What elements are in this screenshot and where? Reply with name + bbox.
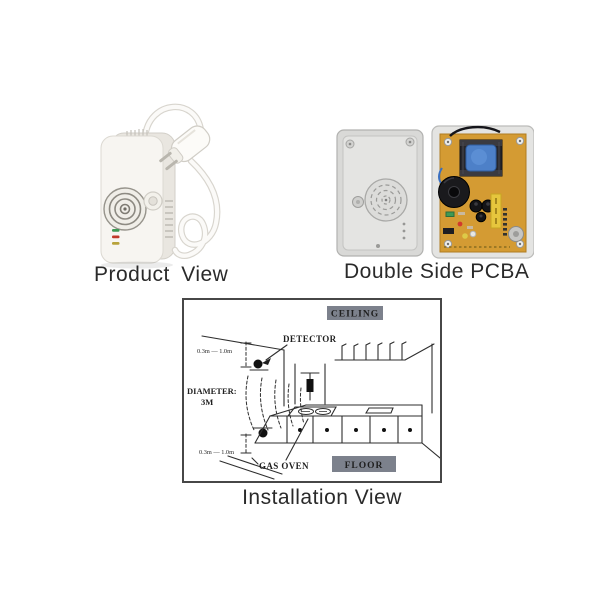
cover-hole [376,244,380,248]
buzzer [438,176,470,208]
case-front-with-pcb [431,125,535,259]
detector-arrowhead [262,358,271,365]
led-yellow [112,242,120,245]
counter-sink [365,407,394,414]
installation-diagram: CEILING FLOOR [182,298,442,483]
plug-pin [159,151,172,163]
power-cord-loops [171,157,221,260]
product-view-caption: Product View [94,263,229,286]
gas-detector-illustration [100,103,221,269]
led-holes [402,222,406,240]
gas-stove [286,406,337,417]
gas-oven-pointer-line [285,418,309,461]
product-photo [85,85,230,275]
floor-edge-lines [219,455,283,480]
diameter-text-line2: 3M [201,397,213,407]
floor-label: FLOOR [332,456,396,472]
power-plug [159,125,211,171]
detector-arrow [265,344,288,361]
hanging-item [306,379,314,392]
gas-detector-device [100,129,176,269]
cabinet-knobs [298,428,412,432]
ceiling-distance-measure: 0.3m — 1.0m [197,341,252,369]
side-vent-slots [165,200,173,238]
kitchen-counter [254,404,440,459]
wire-black [449,125,501,137]
diameter-text-line1: DIAMETER: [187,386,237,396]
led-red [112,235,120,239]
metal-terminal [508,226,524,242]
transformer [459,139,503,177]
detector-callout: DETECTOR [249,334,337,371]
floor-label-text: FLOOR [345,461,384,471]
cabinet-dividers [286,415,399,444]
installation-caption: Installation View [242,486,402,509]
connector-pins [503,208,507,236]
ceiling-label: CEILING [327,306,383,320]
led-indicators [112,229,120,245]
gas-oven-callout: GAS OVEN [259,418,309,471]
plug-pin [165,159,178,171]
pcba-caption: Double Side PCBA [344,260,530,283]
device-shadow [101,261,173,269]
right-floor-slant [421,442,440,459]
floor-distance-measure: 0.3m — 1.0m [199,427,273,465]
diameter-label: DIAMETER: 3M [187,386,237,407]
detector-dot-high [253,359,263,369]
utensil-rail [334,341,435,361]
sensor-window [143,191,163,211]
counter-left-side [254,415,271,444]
label-sticker [490,193,502,229]
ceiling-label-text: CEILING [331,310,379,320]
pcba-illustration [336,125,535,259]
speaker-grille-back [364,178,408,222]
installation-diagram-drawing: CEILING FLOOR [187,306,440,480]
pcba-photo [334,116,535,265]
detector-label-text: DETECTOR [283,334,337,344]
power-cord [141,103,205,141]
detector-dot-low [258,428,268,438]
floor-distance-text: 0.3m — 1.0m [199,449,234,456]
small-components [443,211,510,248]
speaker-grille [103,187,147,231]
coverage-arcs [245,375,305,431]
case-back-inner [336,129,424,257]
room-outline [201,335,433,414]
led-green [112,229,120,232]
gas-oven-label-text: GAS OVEN [259,461,309,471]
wall-panel-hanger [294,363,326,405]
ceiling-distance-text: 0.3m — 1.0m [197,348,232,355]
